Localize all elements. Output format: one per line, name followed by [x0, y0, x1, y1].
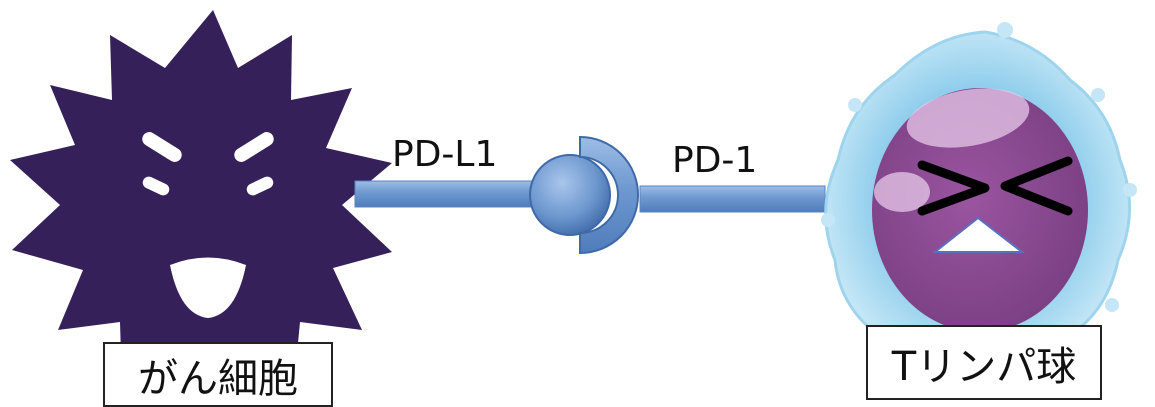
cancer-cell-label: がん細胞 — [103, 342, 333, 407]
pd-1-cup — [579, 135, 639, 255]
spiky-monster-icon — [10, 10, 392, 400]
pd-1-label: PD-1 — [672, 140, 757, 181]
pd-1-bar — [639, 185, 826, 213]
t-cell-label: Tリンパ球 — [866, 325, 1102, 400]
pd-l1-ball — [529, 154, 611, 236]
pd-l1-bar — [354, 180, 541, 208]
lymphocyte-cell-icon — [821, 22, 1137, 368]
pd-l1-label: PD-L1 — [392, 134, 497, 175]
